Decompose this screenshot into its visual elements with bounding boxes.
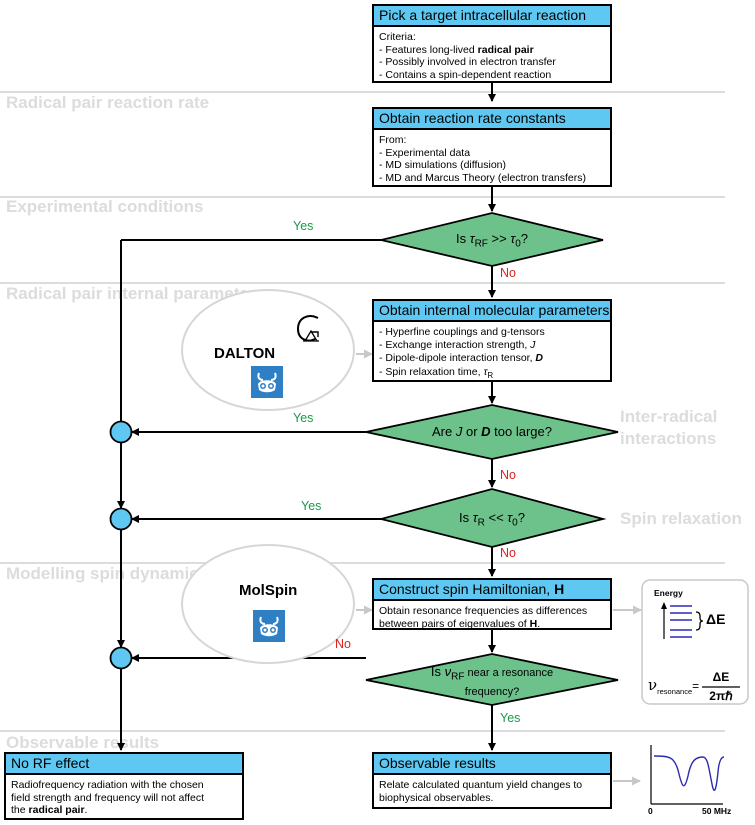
rate-constants-title: Obtain reaction rate constants xyxy=(374,109,610,130)
observable-results-title: Observable results xyxy=(374,754,610,775)
decision-text-relaxation: Is τR << τ0? xyxy=(459,510,525,529)
observable-results-box: Observable results Relate calculated qua… xyxy=(372,752,612,809)
junction-node xyxy=(109,507,133,531)
section-divider xyxy=(0,196,725,198)
decision-diamond-interactions xyxy=(365,404,619,460)
decision-text-rf-lifetime: Is τRF >> τ0? xyxy=(455,231,529,250)
label-no: No xyxy=(335,637,351,651)
section-label-spin-dynamics: Modelling spin dynamics xyxy=(6,564,209,583)
label-no: No xyxy=(500,546,516,560)
formula-denominator: 2πℏ xyxy=(709,689,733,703)
resonance-formula: νresonance= xyxy=(648,676,700,696)
section-divider xyxy=(0,282,725,284)
target-reaction-title: Pick a target intracellular reaction xyxy=(374,6,610,27)
decision-text-interactions: Are J or D too large? xyxy=(432,424,552,439)
decision-diamond-resonance xyxy=(365,653,619,706)
side-label-spin-relaxation: Spin relaxation xyxy=(620,509,742,528)
no-rf-effect-title: No RF effect xyxy=(6,754,242,775)
rate-constants-box: Obtain reaction rate constants From: - E… xyxy=(372,107,612,187)
spectrum-x-start-label: 0 xyxy=(648,806,653,816)
section-label-experimental-conditions: Experimental conditions xyxy=(6,197,204,216)
hamiltonian-body: Obtain resonance frequencies as differen… xyxy=(379,605,588,630)
junction-node xyxy=(109,420,133,444)
side-label-inter-radical: Inter-radical interactions xyxy=(620,407,718,448)
delta-e-brace xyxy=(695,611,704,631)
target-reaction-body: Criteria: - Features long-lived radical … xyxy=(379,31,556,81)
target-reaction-box: Pick a target intracellular reaction Cri… xyxy=(372,4,612,83)
internal-parameters-box: Obtain internal molecular parameters - H… xyxy=(372,299,612,382)
internal-parameters-body: - Hyperfine couplings and g-tensors - Ex… xyxy=(379,326,545,380)
decision-diamond-rf-lifetime xyxy=(380,212,604,267)
section-divider xyxy=(0,730,725,732)
section-divider xyxy=(0,562,725,564)
no-rf-effect-box: No RF effect Radiofrequency radiation wi… xyxy=(4,752,244,820)
label-yes: Yes xyxy=(293,411,314,425)
label-yes: Yes xyxy=(301,499,322,513)
decision-text-resonance: Is νRF near a resonance frequency? xyxy=(430,664,554,698)
hamiltonian-title: Construct spin Hamiltonian, H xyxy=(374,580,610,601)
label-no: No xyxy=(500,266,516,280)
molspin-label: MolSpin xyxy=(239,582,298,599)
section-label-internal-parameters: Radical pair internal parameters xyxy=(6,284,265,303)
decision-diamond-relaxation xyxy=(377,488,607,548)
label-yes: Yes xyxy=(500,711,521,725)
rate-constants-body: From: - Experimental data - MD simulatio… xyxy=(379,134,586,184)
molspin-app-icon xyxy=(253,610,285,642)
energy-axis-label: Energy xyxy=(654,588,683,598)
label-yes: Yes xyxy=(293,219,314,233)
dalton-app-icon xyxy=(251,366,283,398)
hamiltonian-box: Construct spin Hamiltonian, H Obtain res… xyxy=(372,578,612,630)
section-divider xyxy=(0,91,725,93)
energy-panel xyxy=(641,579,749,705)
no-rf-effect-body: Radiofrequency radiation with the chosen… xyxy=(11,779,205,817)
formula-numerator: ΔE xyxy=(712,670,730,684)
molspin-tool-ellipse xyxy=(181,544,355,664)
energy-axis-arrowhead xyxy=(661,602,667,609)
internal-parameters-title: Obtain internal molecular parameters xyxy=(374,301,610,322)
spectrum-curve xyxy=(653,755,725,792)
delta-e-label: ΔE xyxy=(706,611,726,627)
dalton-label: DALTON xyxy=(214,345,276,362)
junction-node xyxy=(109,646,133,670)
label-no: No xyxy=(500,468,516,482)
spectrum-x-end-label: 50 MHz xyxy=(702,806,732,816)
observable-results-body: Relate calculated quantum yield changes … xyxy=(379,779,583,804)
section-label-reaction-rate: Radical pair reaction rate xyxy=(6,93,210,112)
